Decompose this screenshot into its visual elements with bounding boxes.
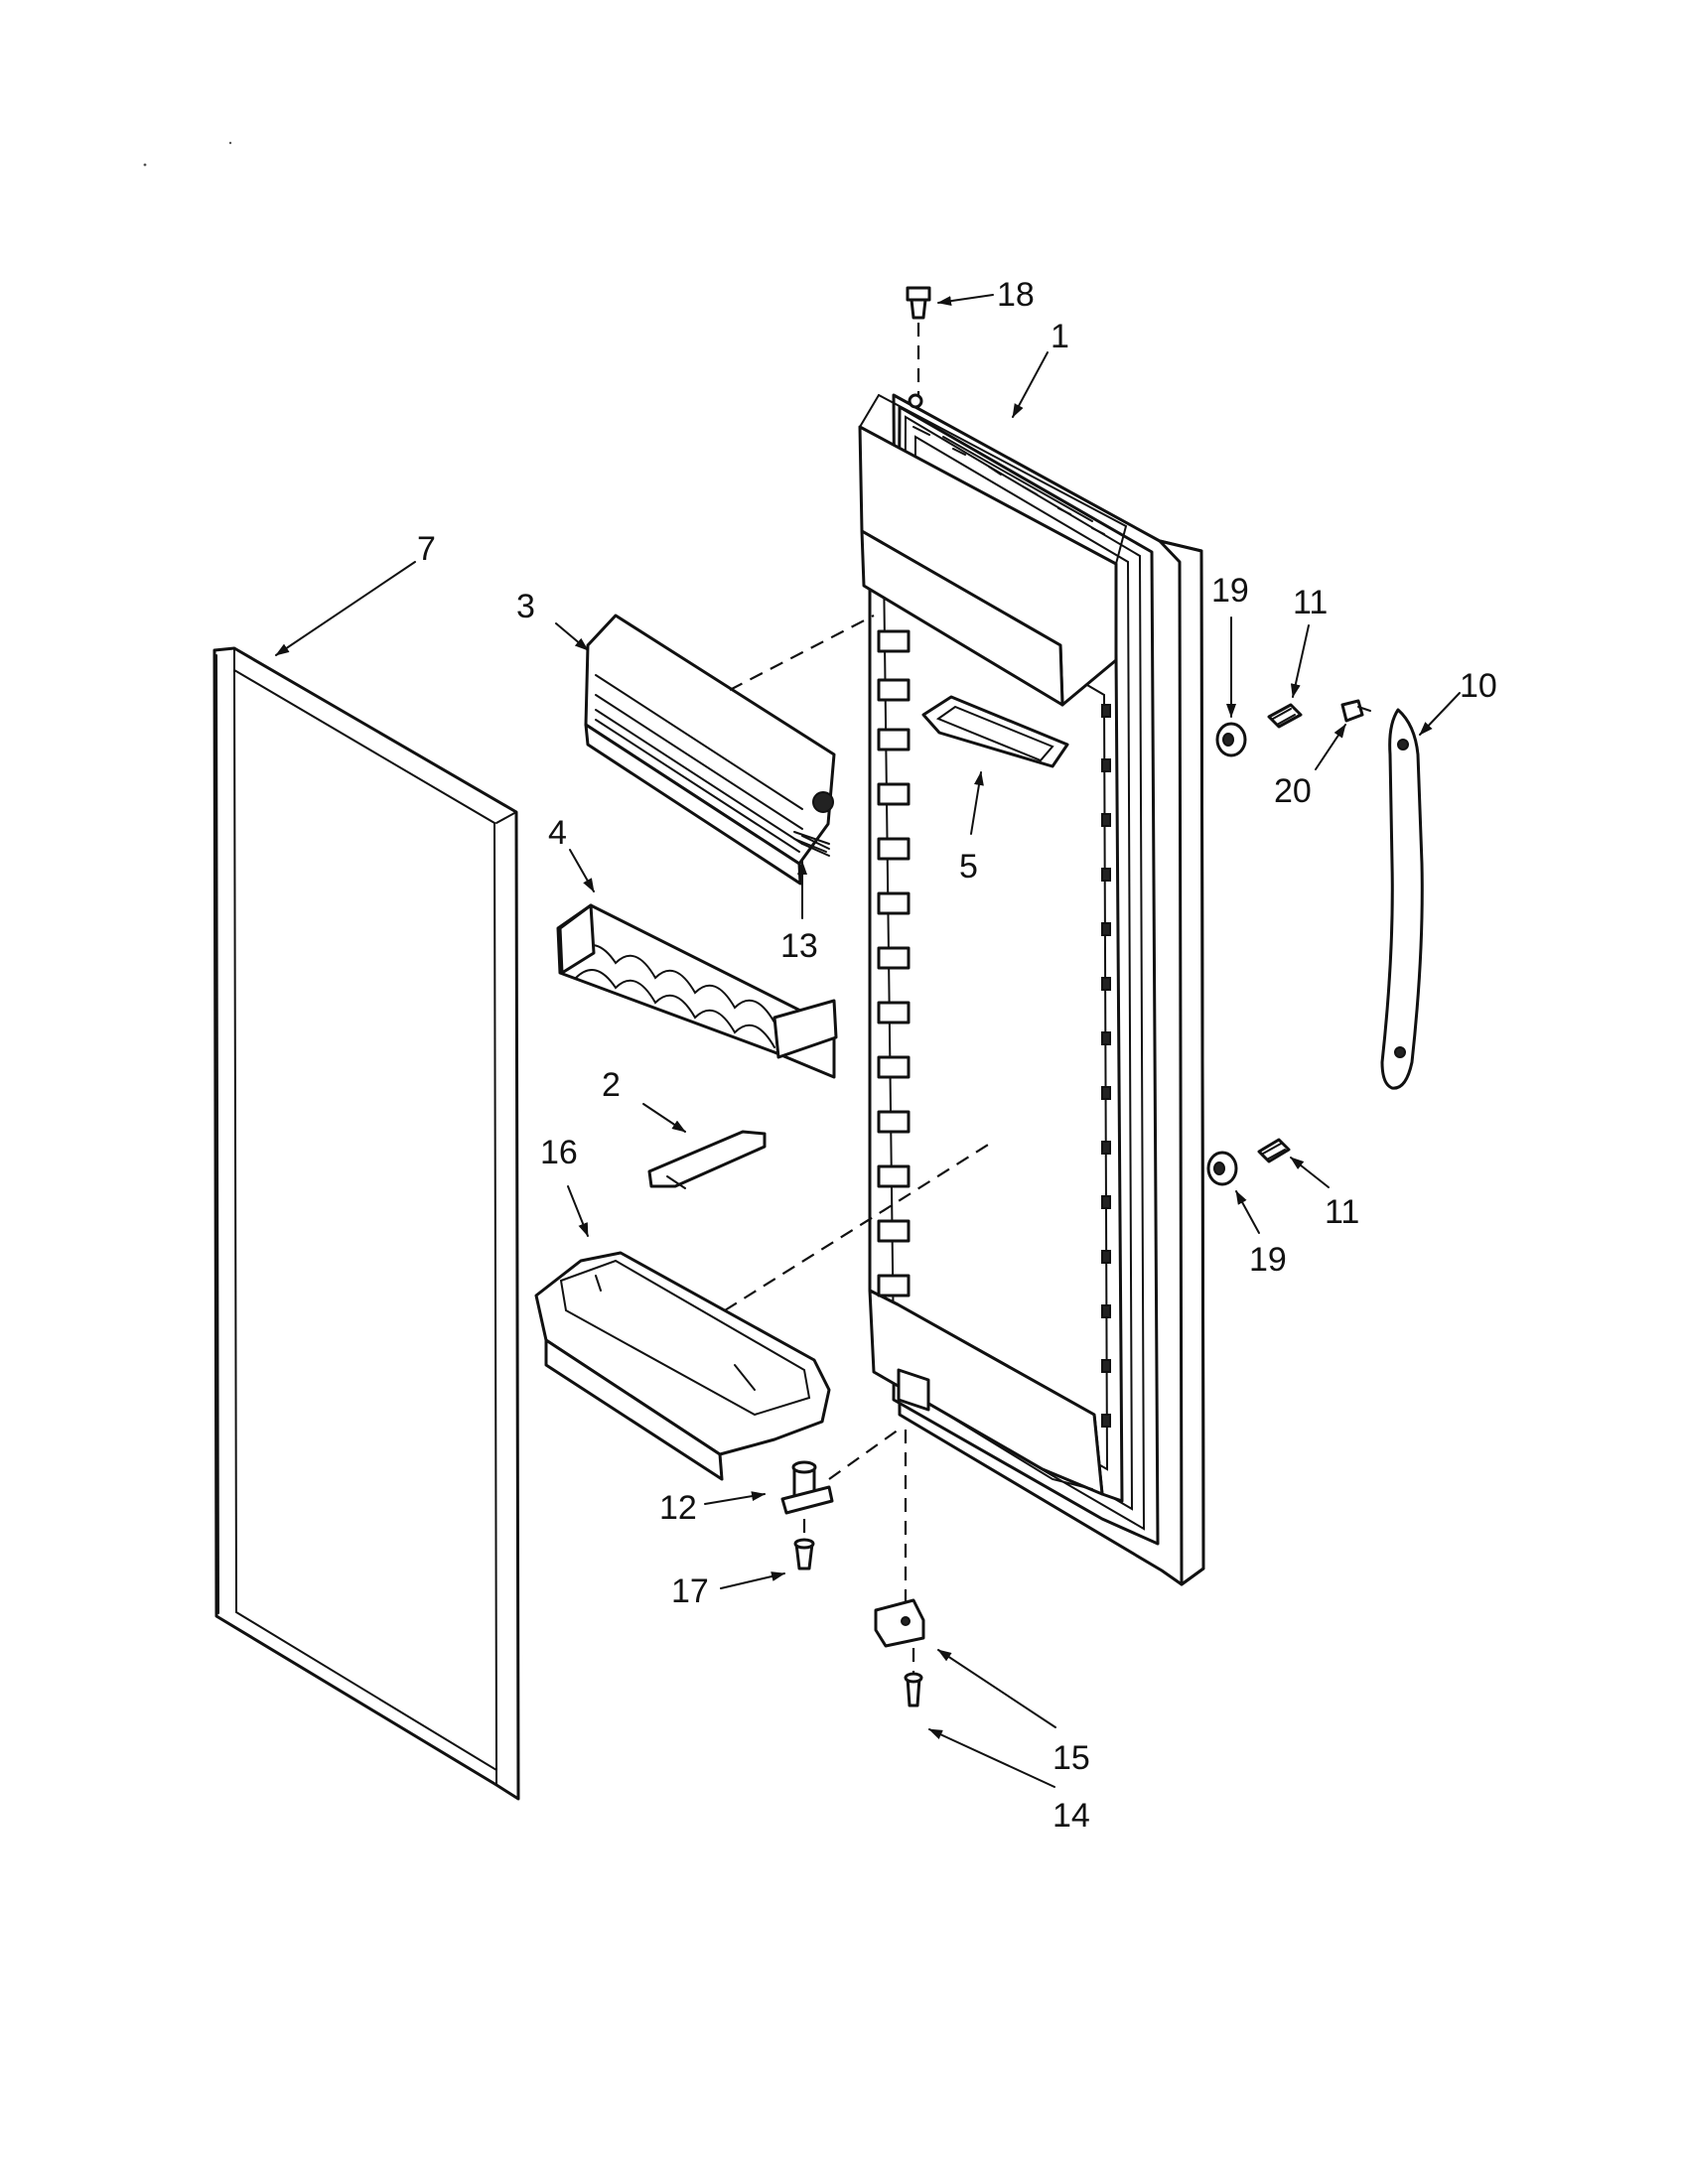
callout-20: 20 [1274, 772, 1312, 810]
leader-12 [704, 1491, 766, 1505]
leader-2 [642, 1103, 686, 1133]
leader-3 [555, 622, 589, 651]
leader-11a [1290, 624, 1310, 698]
leader-15 [937, 1649, 1056, 1728]
callout-17: 17 [671, 1572, 709, 1610]
callout-18: 18 [997, 276, 1035, 314]
callout-12: 12 [659, 1489, 697, 1527]
leader-4 [569, 849, 595, 892]
callout-19b: 19 [1249, 1241, 1287, 1279]
part-11-lower-screw [1257, 1138, 1291, 1163]
part-15-hinge-bracket [874, 1430, 925, 1648]
leader-19b [1235, 1190, 1260, 1234]
callout-3: 3 [516, 588, 535, 625]
leader-11b [1290, 1157, 1330, 1188]
callout-14: 14 [1052, 1797, 1090, 1835]
part-18-bushing [906, 286, 931, 395]
leader-20 [1315, 724, 1346, 770]
part-17-screw [793, 1519, 815, 1570]
callout-5: 5 [959, 848, 978, 886]
callout-4: 4 [548, 814, 567, 852]
part-1-door-assembly [858, 393, 1205, 1586]
part-4-rack [556, 903, 838, 1079]
leader-16 [567, 1185, 589, 1237]
leader-1 [1012, 351, 1049, 418]
callout-10: 10 [1460, 667, 1497, 705]
speck [228, 141, 232, 145]
part-16-door-bin [534, 1141, 994, 1481]
callout-11b: 11 [1325, 1193, 1359, 1231]
part-12-hinge-pin [780, 1429, 900, 1515]
leader-14 [928, 1728, 1055, 1788]
part-20-screw [1340, 699, 1371, 723]
speck [143, 163, 147, 167]
leader-10 [1419, 692, 1461, 736]
leader-7 [275, 561, 416, 656]
callout-11a: 11 [1293, 584, 1328, 621]
leader-lines [275, 294, 1461, 1788]
callout-7: 7 [417, 530, 436, 568]
part-7-door-gasket [212, 646, 520, 1801]
callout-16: 16 [540, 1134, 578, 1171]
callout-labels: 18 1 7 3 19 11 10 20 5 4 13 2 16 11 19 1… [417, 276, 1497, 1835]
leader-18 [937, 294, 994, 307]
callout-2: 2 [602, 1066, 621, 1104]
callout-13: 13 [780, 927, 818, 965]
callout-19a: 19 [1211, 572, 1249, 610]
callout-1: 1 [1051, 318, 1069, 355]
part-13-clip [801, 835, 830, 857]
part-5-tray [921, 695, 1069, 768]
callout-15: 15 [1052, 1739, 1090, 1777]
part-19-lower-mount [1206, 1151, 1238, 1186]
part-11-upper-screw [1267, 703, 1303, 729]
part-19-upper-mount [1215, 722, 1247, 757]
part-3-dairy-bin [584, 614, 875, 886]
part-14-screw [904, 1648, 923, 1707]
leader-17 [720, 1571, 785, 1589]
part-2-bracket [647, 1130, 767, 1189]
part-10-handle [1380, 708, 1424, 1090]
leader-5 [970, 771, 984, 835]
